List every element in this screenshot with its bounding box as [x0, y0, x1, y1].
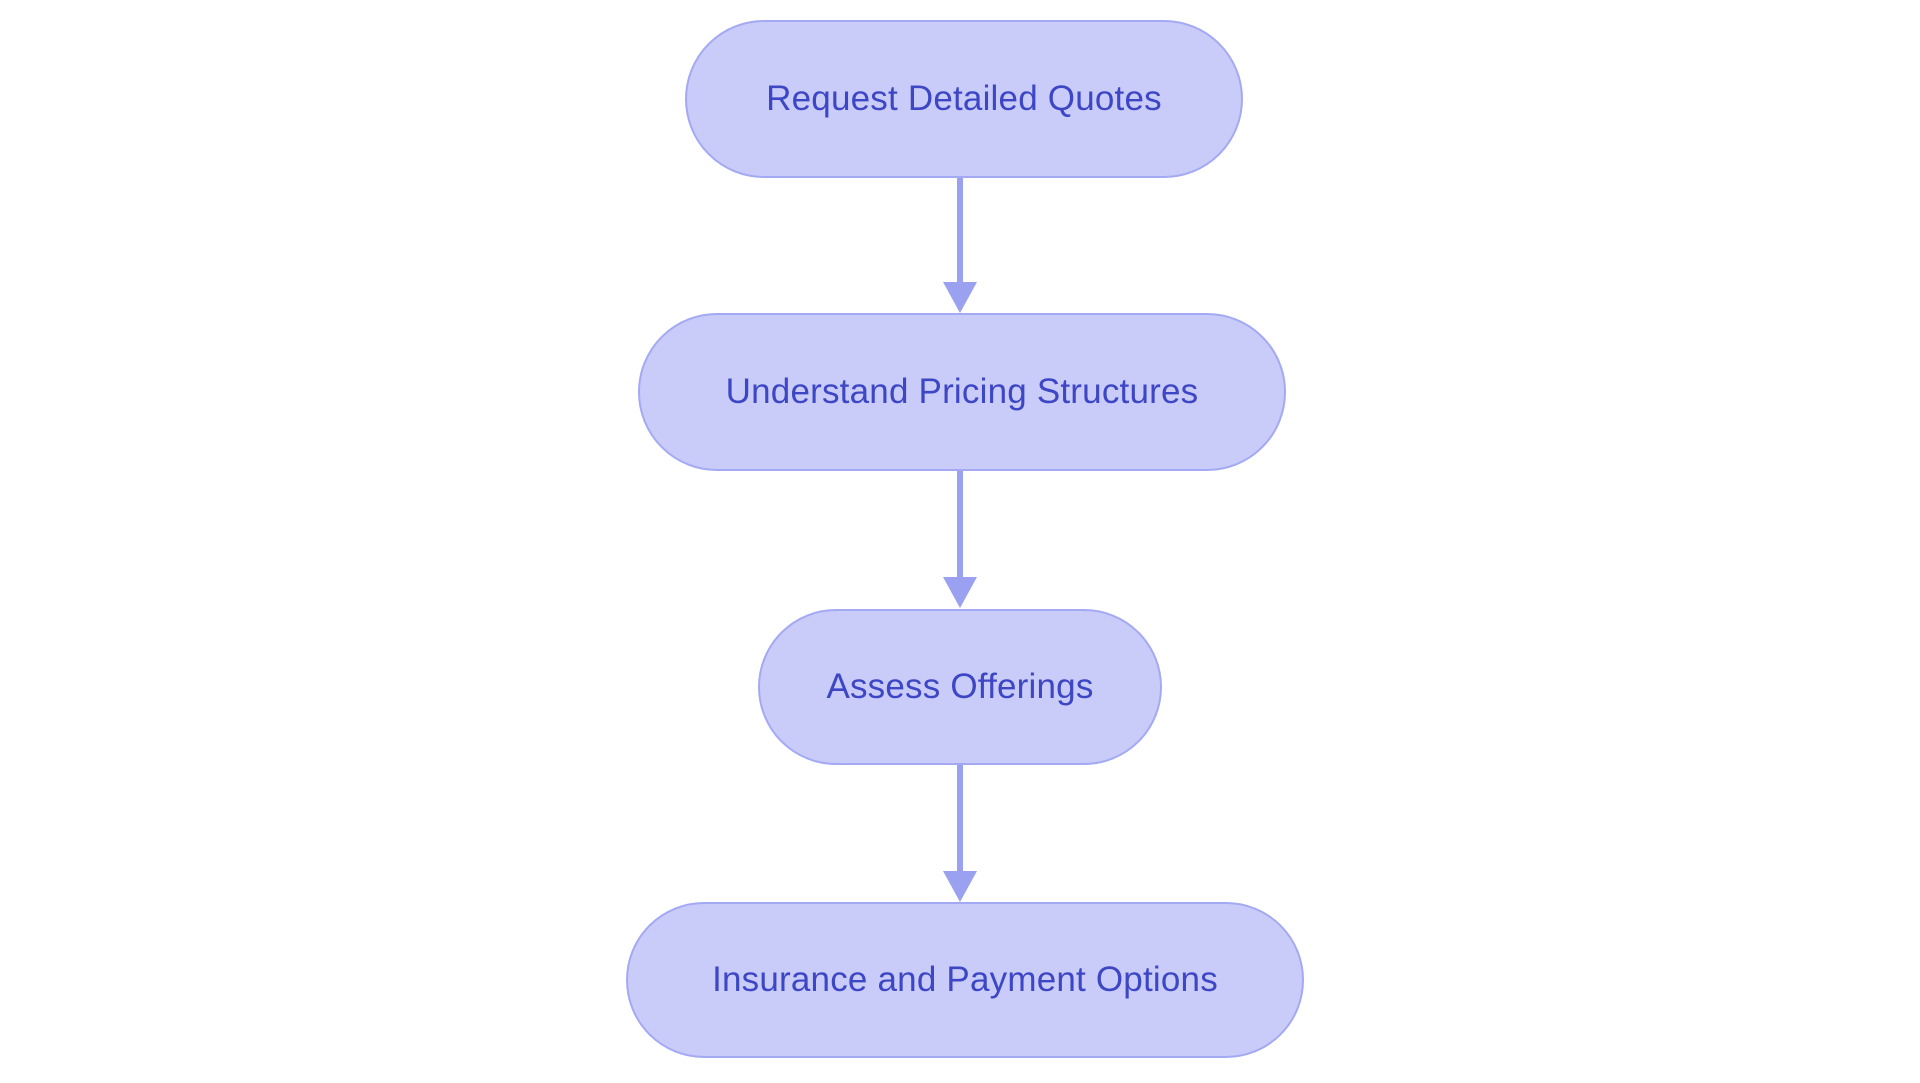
flow-node-label: Understand Pricing Structures [725, 372, 1199, 411]
flow-node-understand-pricing-structures: Understand Pricing Structures [638, 313, 1286, 471]
flow-node-request-detailed-quotes: Request Detailed Quotes [685, 20, 1243, 178]
arrow-head-down-icon [943, 577, 977, 608]
flow-arrow-1 [943, 178, 977, 313]
arrow-shaft [957, 765, 963, 873]
flow-node-insurance-and-payment-options: Insurance and Payment Options [626, 902, 1304, 1058]
arrow-shaft [957, 471, 963, 579]
flow-arrow-3 [943, 765, 977, 902]
flow-arrow-2 [943, 471, 977, 608]
arrow-shaft [957, 178, 963, 284]
arrow-head-down-icon [943, 871, 977, 902]
arrow-head-down-icon [943, 282, 977, 313]
flow-node-label: Insurance and Payment Options [712, 960, 1218, 999]
flow-node-assess-offerings: Assess Offerings [758, 609, 1162, 765]
flow-node-label: Assess Offerings [826, 667, 1094, 706]
flow-node-label: Request Detailed Quotes [766, 79, 1162, 118]
